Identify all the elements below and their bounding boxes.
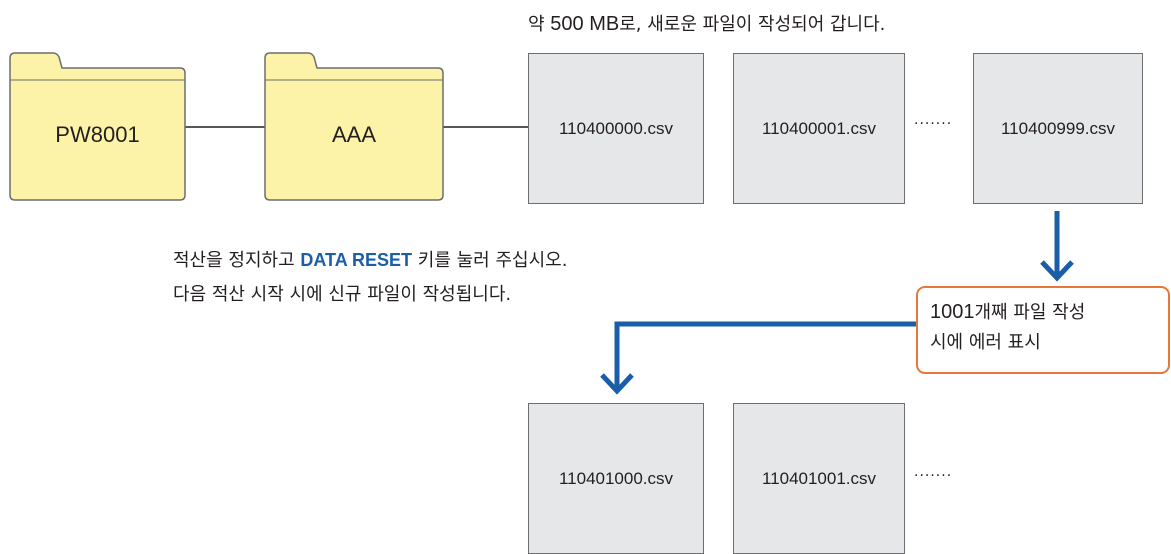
callout-count: 1001 [930, 301, 975, 323]
size-note: 약 500 MB로, 새로운 파일이 작성되어 갑니다. [528, 10, 885, 36]
folder-label-pw8001: PW8001 [55, 122, 140, 147]
callout-line1: 1001개째 파일 작성 [930, 297, 1156, 328]
size-note-value: 500 MB [550, 13, 620, 35]
instruction-line1: 적산을 정지하고 DATA RESET 키를 눌러 주십시오. [173, 246, 567, 275]
file-110400001: 110400001.csv [733, 53, 905, 204]
size-note-suffix: 로, 새로운 파일이 작성되어 갑니다. [619, 14, 886, 35]
arrow-down-to-callout-head [1040, 260, 1074, 282]
folder-icon-pw8001 [9, 52, 186, 201]
error-callout: 1001개째 파일 작성 시에 에러 표시 [916, 286, 1170, 374]
file-110401000: 110401000.csv [528, 403, 704, 554]
callout-line2: 시에 에러 표시 [930, 332, 1041, 353]
size-note-prefix: 약 [528, 14, 551, 35]
ellipsis-row1: ······· [914, 116, 953, 132]
file-110400999: 110400999.csv [973, 53, 1143, 204]
file-110401001: 110401001.csv [733, 403, 905, 554]
folder-label-aaa: AAA [331, 122, 377, 147]
file-110400000: 110400000.csv [528, 53, 704, 204]
instruction-text-before: 적산을 정지하고 [173, 250, 301, 271]
data-reset-key-label: DATA RESET [300, 250, 413, 270]
arrow-callout-to-new-files-head [600, 373, 634, 395]
ellipsis-row2: ······· [914, 468, 953, 484]
callout-line1-text: 개째 파일 작성 [974, 302, 1086, 323]
folder-icon-aaa [264, 52, 444, 201]
instruction-line2: 다음 적산 시작 시에 신규 파일이 작성됩니다. [173, 284, 512, 305]
arrow-callout-to-new-files [614, 321, 916, 388]
instruction-text-after: 키를 눌러 주십시오. [412, 250, 568, 271]
